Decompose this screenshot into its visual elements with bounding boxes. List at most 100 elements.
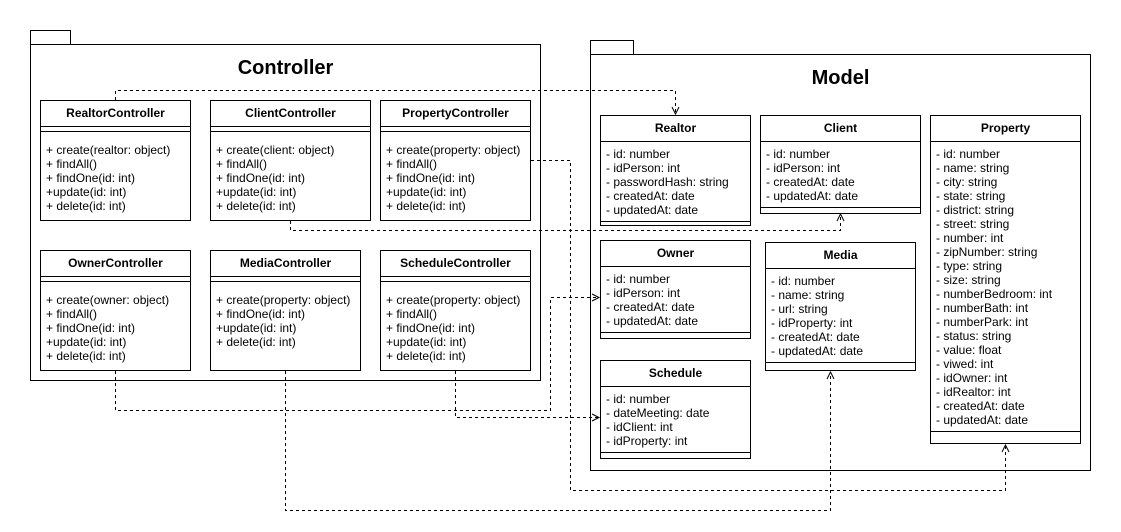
class-name: Property	[931, 116, 1080, 142]
operation: + delete(id: int)	[386, 349, 466, 363]
model-package-title: Model	[811, 67, 870, 89]
class-media[interactable]: Media - id: number - name: string - url:…	[765, 242, 916, 371]
operation: + findOne(id: int)	[46, 171, 136, 185]
operation: +update(id: int)	[386, 185, 467, 199]
attribute: - idProperty: int	[606, 434, 688, 448]
class-name: Client	[761, 116, 920, 142]
operation: +update(id: int)	[46, 335, 127, 349]
operation: + findAll()	[46, 157, 98, 171]
attribute: - size: string	[936, 273, 1001, 287]
class-name: Realtor	[601, 116, 750, 142]
operations-list: + create(property: object) + findAll() +…	[381, 281, 530, 363]
operation: + findOne(id: int)	[386, 321, 476, 335]
class-name: OwnerController	[41, 251, 190, 277]
operation: + create(property: object)	[386, 293, 521, 307]
class-property[interactable]: Property - id: number - name: string - c…	[930, 115, 1081, 444]
operations-list: + create(realtor: object) + findAll() + …	[41, 131, 190, 213]
dependency-media-controller-to-media	[285, 370, 835, 511]
attribute: - id: number	[936, 147, 1001, 161]
controller-package-title: Controller	[237, 57, 334, 79]
operation: + delete(id: int)	[216, 335, 296, 349]
operation: + create(realtor: object)	[46, 143, 171, 157]
attribute: - number: int	[936, 231, 1004, 245]
attribute: - idPerson: int	[766, 161, 841, 175]
operation: +update(id: int)	[216, 321, 297, 335]
attribute: - passwordHash: string	[606, 175, 729, 189]
operation: + delete(id: int)	[386, 199, 466, 213]
attributes-list: - id: number - name: string - city: stri…	[931, 142, 1080, 432]
attributes-list: - id: number - name: string - url: strin…	[766, 269, 915, 363]
class-name: Owner	[601, 241, 750, 267]
attributes-list: - id: number - dateMeeting: date - idCli…	[601, 387, 750, 453]
class-name: MediaController	[211, 251, 360, 277]
class-media-controller[interactable]: MediaController + create(property: objec…	[210, 250, 361, 371]
attribute: - idOwner: int	[936, 371, 1008, 385]
class-property-controller[interactable]: PropertyController + create(property: ob…	[380, 100, 531, 221]
attribute: - dateMeeting: date	[606, 406, 710, 420]
attribute: - updatedAt: date	[936, 413, 1029, 427]
operation: + create(property: object)	[386, 143, 521, 157]
operation: + create(property: object)	[216, 293, 351, 307]
operation: + create(client: object)	[216, 143, 335, 157]
class-name: Schedule	[601, 361, 750, 387]
operation: + findAll()	[386, 307, 438, 321]
operation: + delete(id: int)	[46, 199, 126, 213]
class-client-controller[interactable]: ClientController + create(client: object…	[210, 100, 371, 221]
attribute: - id: number	[766, 147, 831, 161]
attribute: - numberPark: int	[936, 315, 1029, 329]
operation: +update(id: int)	[46, 185, 127, 199]
attribute: - idProperty: int	[771, 316, 853, 330]
operation: + findAll()	[216, 157, 268, 171]
operation: +update(id: int)	[386, 335, 467, 349]
operations-list: + create(client: object) + findAll() + f…	[211, 131, 370, 213]
class-client[interactable]: Client - id: number - idPerson: int - cr…	[760, 115, 921, 214]
attribute: - street: string	[936, 217, 1010, 231]
operation: + create(owner: object)	[46, 293, 170, 307]
class-name: Media	[766, 243, 915, 269]
attribute: - district: string	[936, 203, 1015, 217]
class-realtor[interactable]: Realtor - id: number - idPerson: int - p…	[600, 115, 751, 226]
attribute: - type: string	[936, 259, 1003, 273]
operation: + findOne(id: int)	[216, 171, 306, 185]
attribute: - id: number	[606, 392, 671, 406]
class-name: ScheduleController	[381, 251, 530, 277]
attribute: - value: float	[936, 343, 1002, 357]
attribute: - status: string	[936, 329, 1012, 343]
attribute: - createdAt: date	[606, 189, 695, 203]
operations-list: + create(property: object) + findAll() +…	[381, 131, 530, 213]
attribute: - updatedAt: date	[606, 203, 699, 217]
attribute: - updatedAt: date	[771, 344, 864, 358]
operation: + findAll()	[386, 157, 438, 171]
attribute: - state: string	[936, 189, 1006, 203]
class-schedule-controller[interactable]: ScheduleController + create(property: ob…	[380, 250, 531, 371]
attribute: - name: string	[936, 161, 1010, 175]
operation: + findAll()	[46, 307, 98, 321]
dependency-owner-controller-to-owner	[115, 293, 601, 411]
attribute: - createdAt: date	[606, 300, 695, 314]
attribute: - updatedAt: date	[766, 189, 859, 203]
dependency-property-controller-to-property	[531, 160, 1010, 491]
class-schedule[interactable]: Schedule - id: number - dateMeeting: dat…	[600, 360, 751, 459]
operation: + findOne(id: int)	[386, 171, 476, 185]
attribute: - idPerson: int	[606, 161, 681, 175]
class-realtor-controller[interactable]: RealtorController + create(realtor: obje…	[40, 100, 191, 221]
operations-list: + create(property: object) + findOne(id:…	[211, 281, 360, 349]
attribute: - id: number	[606, 272, 671, 286]
class-owner[interactable]: Owner - id: number - idPerson: int - cre…	[600, 240, 751, 339]
attribute: - url: string	[771, 302, 828, 316]
class-owner-controller[interactable]: OwnerController + create(owner: object) …	[40, 250, 191, 371]
dependency-client-controller-to-client	[290, 212, 845, 231]
attributes-list: - id: number - idPerson: int - createdAt…	[761, 142, 920, 208]
attribute: - id: number	[606, 147, 671, 161]
attribute: - numberBedroom: int	[936, 287, 1053, 301]
class-name: ClientController	[211, 101, 370, 127]
attribute: - id: number	[771, 274, 836, 288]
operation: + delete(id: int)	[46, 349, 126, 363]
attribute: - name: string	[771, 288, 845, 302]
operation: + delete(id: int)	[216, 199, 296, 213]
operation: + findOne(id: int)	[46, 321, 136, 335]
operation: +update(id: int)	[216, 185, 297, 199]
class-name: PropertyController	[381, 101, 530, 127]
attribute: - zipNumber: string	[936, 245, 1038, 259]
